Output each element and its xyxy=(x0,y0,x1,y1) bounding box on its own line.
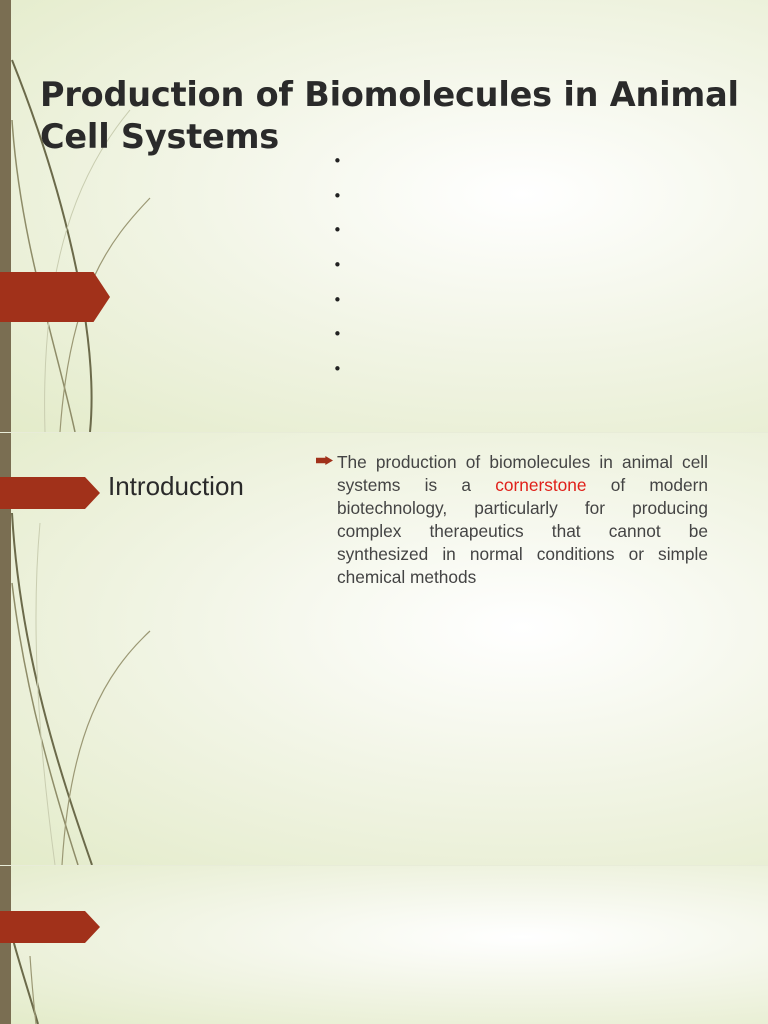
title-slide: Production of Biomolecules in Animal Cel… xyxy=(0,0,768,432)
list-item: • xyxy=(333,360,342,379)
slide-divider xyxy=(0,432,768,433)
partial-slide xyxy=(0,866,768,1024)
list-item: • xyxy=(333,186,342,205)
bullet-arrow-icon xyxy=(316,456,333,465)
list-item: • xyxy=(333,256,342,275)
introduction-slide: Introduction The production of biomolecu… xyxy=(0,433,768,865)
slide-divider xyxy=(0,865,768,866)
slide-title: Production of Biomolecules in Animal Cel… xyxy=(40,75,739,156)
arrow-tab-icon xyxy=(0,911,100,943)
left-sidebar-bar xyxy=(0,866,11,1024)
decorative-swirl xyxy=(11,935,39,1024)
paragraph-text: The production of biomolecules in animal… xyxy=(337,451,708,589)
left-sidebar-bar xyxy=(0,0,11,432)
section-heading: Introduction xyxy=(108,471,244,501)
bullet-paragraph: The production of biomolecules in animal… xyxy=(314,451,708,589)
list-item: • xyxy=(333,221,342,240)
bullet-list: • • • • • • • xyxy=(333,151,342,394)
decorative-swirl xyxy=(11,512,151,865)
text-segment: The production of biomolecules in animal… xyxy=(337,452,708,495)
text-segment: of modern biotechnology, particularly fo… xyxy=(337,475,708,587)
list-item: • xyxy=(333,290,342,309)
arrow-tab-icon xyxy=(0,272,110,322)
decorative-swirl xyxy=(11,59,151,432)
left-sidebar-bar xyxy=(0,433,11,865)
highlighted-word: cornerstone xyxy=(495,475,587,495)
list-item: • xyxy=(333,325,342,344)
arrow-tab-icon xyxy=(0,477,100,509)
list-item: • xyxy=(333,152,342,170)
